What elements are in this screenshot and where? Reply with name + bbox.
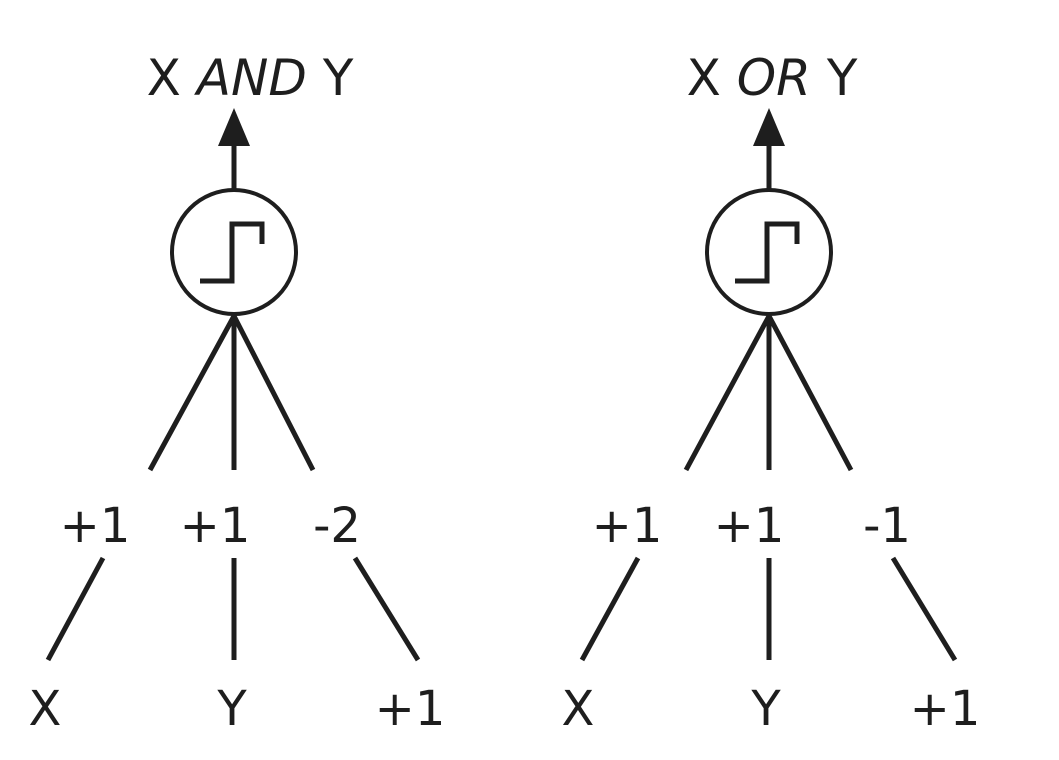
weight-and-bias: -2 — [313, 498, 361, 554]
perceptron-or-title-op: OR — [737, 49, 811, 107]
edge-or-x-lower — [579, 556, 641, 662]
edge-or-x-upper — [683, 314, 772, 472]
edge-and-x-lower — [45, 556, 106, 662]
edge-and-bias-upper — [231, 314, 316, 472]
input-or-bias: +1 — [910, 681, 981, 737]
edge-and-x-upper — [147, 314, 237, 472]
input-or-x: X — [562, 681, 595, 737]
input-and-bias: +1 — [375, 681, 446, 737]
perceptron-and-title-right: Y — [322, 49, 354, 107]
weight-or-bias: -1 — [863, 498, 911, 554]
step-function-icon — [200, 221, 265, 284]
edge-or-bias-lower — [890, 556, 958, 662]
arrow-up-icon — [218, 108, 250, 190]
weight-and-x: +1 — [60, 498, 131, 554]
perceptron-and-title-op: AND — [194, 49, 307, 107]
input-and-y: Y — [216, 681, 247, 737]
weight-or-y: +1 — [714, 498, 785, 554]
perceptron-or-title-left: X — [687, 49, 721, 107]
perceptron-or-title: X OR Y — [687, 49, 858, 107]
perceptron-or: X OR Y +1 +1 -1 X Y +1 — [562, 49, 981, 737]
perceptron-and-title: X AND Y — [147, 49, 354, 107]
input-or-y: Y — [750, 681, 781, 737]
perceptron-or-title-right: Y — [826, 49, 858, 107]
arrow-up-icon — [753, 108, 785, 190]
step-function-icon — [735, 221, 800, 284]
perceptron-and-title-left: X — [147, 49, 181, 107]
input-and-x: X — [29, 681, 62, 737]
perceptron-and: X AND Y +1 +1 -2 X Y +1 — [29, 49, 446, 737]
edge-and-bias-lower — [352, 556, 421, 662]
weight-and-y: +1 — [180, 498, 251, 554]
edge-or-bias-upper — [766, 314, 854, 472]
weight-or-x: +1 — [592, 498, 663, 554]
